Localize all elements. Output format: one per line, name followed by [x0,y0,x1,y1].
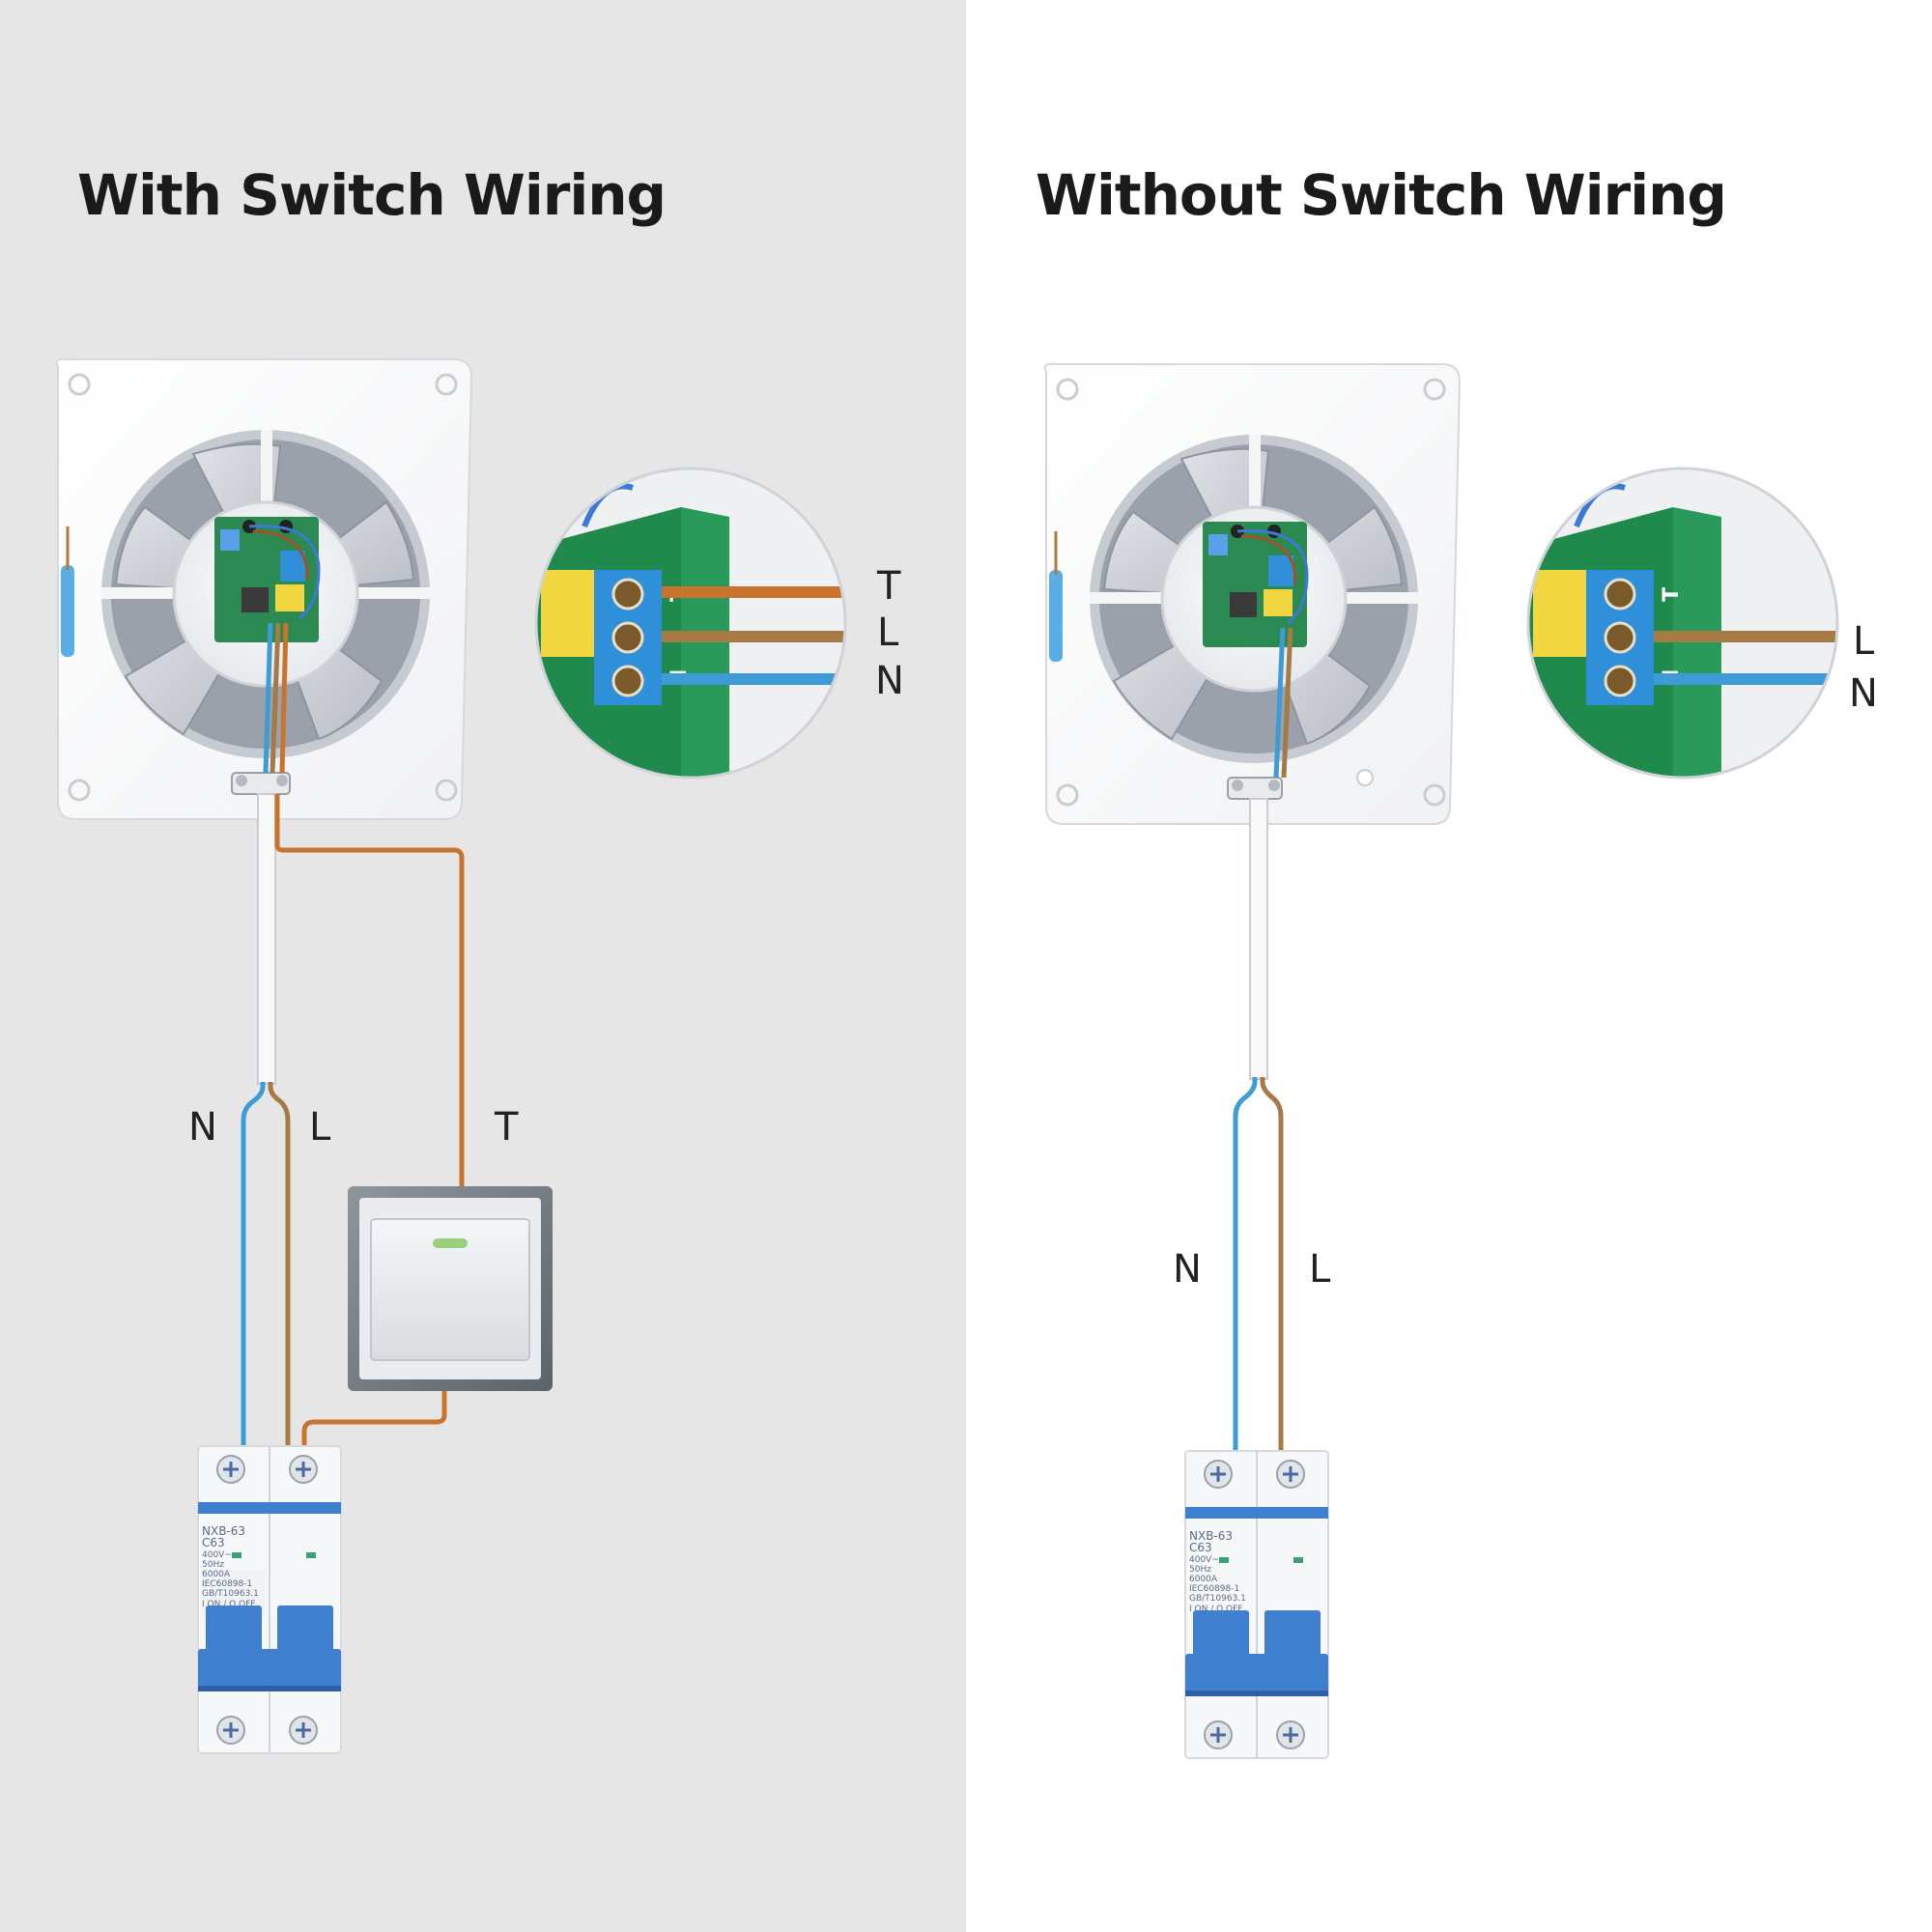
label-live-right: L [1309,1247,1331,1292]
zoom-terminal-right: T L N [1526,467,1839,780]
svg-text:NXB-63: NXB-63 [1189,1529,1233,1543]
zoom-label-l-left: L [877,611,899,655]
zoom-terminal-left: T L N [534,467,847,780]
svg-text:I ON / O OFF: I ON / O OFF [202,1600,255,1609]
fan-right [1043,362,1462,825]
zoom-label-n-right: N [1849,671,1878,716]
breaker-toggle-left[interactable] [198,1649,341,1688]
breaker-left: NXB-63 C63 400V~ 50Hz 6000A IEC60898-1 G… [197,1445,342,1754]
svg-text:50Hz: 50Hz [1189,1565,1211,1575]
wire-neutral-right [1233,1077,1258,1459]
label-switched-left: T [494,1105,519,1150]
wall-switch[interactable] [348,1186,553,1391]
switch-indicator-icon [433,1238,468,1248]
breaker-toggle-right[interactable] [1185,1654,1328,1692]
svg-text:C63: C63 [202,1536,225,1549]
svg-text:T: T [1660,587,1684,602]
wire-switch-return-left [301,1391,447,1454]
left-panel [0,0,966,1932]
zoom-label-n-left: N [875,659,904,703]
title-without-switch: Without Switch Wiring [1036,162,1727,228]
wire-live-left [268,1082,291,1454]
svg-text:C63: C63 [1189,1541,1212,1554]
svg-text:50Hz: 50Hz [202,1560,224,1570]
svg-text:IEC60898-1: IEC60898-1 [1189,1584,1239,1594]
right-panel [966,0,1932,1932]
breaker-right: NXB-63 C63 400V~ 50Hz 6000A IEC60898-1 G… [1184,1450,1329,1759]
title-with-switch: With Switch Wiring [77,162,667,228]
cable-sheath-left [257,793,276,1085]
svg-text:400V~: 400V~ [1189,1555,1219,1565]
zoom-label-t-left: T [876,564,901,609]
fan-internal-wires-left [263,622,289,774]
svg-text:GB/T10963.1: GB/T10963.1 [202,1589,259,1599]
fan-left [55,357,473,820]
svg-text:400V~: 400V~ [202,1550,232,1560]
svg-text:6000A: 6000A [202,1570,231,1579]
label-neutral-right: N [1173,1247,1202,1292]
svg-text:I ON / O OFF: I ON / O OFF [1189,1605,1242,1614]
zoom-label-l-right: L [1853,619,1875,664]
wire-neutral-left [241,1082,266,1454]
svg-text:NXB-63: NXB-63 [202,1524,245,1538]
cable-sheath-right [1249,798,1268,1080]
svg-text:GB/T10963.1: GB/T10963.1 [1189,1594,1246,1604]
svg-text:6000A: 6000A [1189,1575,1218,1584]
svg-text:IEC60898-1: IEC60898-1 [202,1579,252,1589]
wire-live-right [1260,1077,1284,1459]
label-neutral-left: N [188,1105,217,1150]
wire-switched-left [274,794,465,1186]
label-live-left: L [309,1105,331,1150]
